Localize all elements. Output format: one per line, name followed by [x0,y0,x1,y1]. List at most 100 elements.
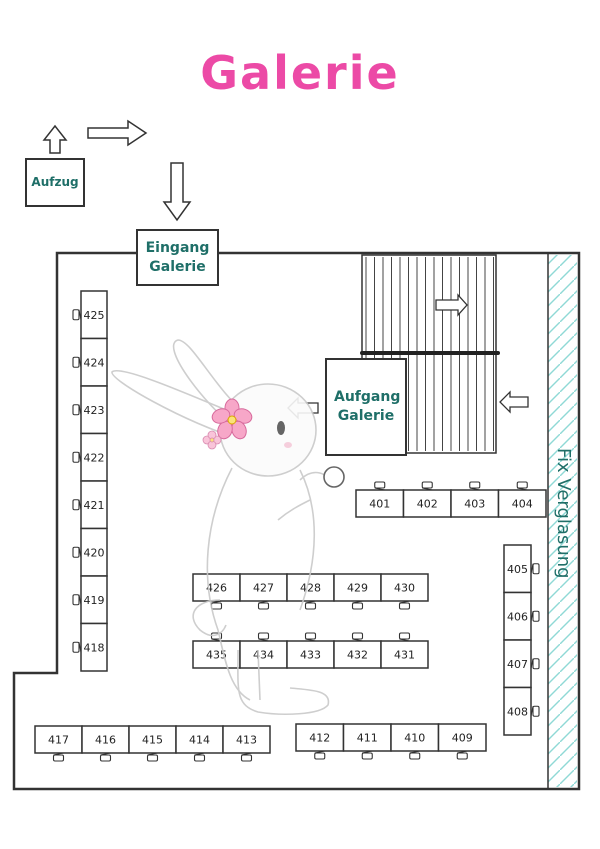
stand-401: 401 [355,489,405,518]
stand-number: 403 [464,498,485,511]
chair-icon [52,752,65,762]
stand-number: 425 [84,309,105,322]
stand-number: 426 [206,582,227,595]
stand-number: 418 [84,641,105,654]
chair-icon [530,705,540,717]
stand-number: 429 [347,582,368,595]
arrow-up-icon [42,124,68,154]
chair-icon [530,658,540,670]
stand-number: 427 [253,582,274,595]
stand-number: 406 [507,610,528,623]
stand-number: 428 [300,582,321,595]
stand-407: 407 [503,639,532,689]
stand-424: 424 [80,337,108,387]
stand-430: 430 [380,573,429,602]
stand-428: 428 [286,573,335,602]
stand-number: 415 [142,734,163,747]
stand-427: 427 [239,573,288,602]
chair-icon [210,600,223,610]
stand-number: 413 [236,734,257,747]
stairs-box: Aufgang Galerie [325,358,407,456]
stand-412: 412 [295,723,345,752]
stand-416: 416 [81,725,130,754]
stand-422: 422 [80,432,108,482]
stand-408: 408 [503,686,532,736]
stand-number: 422 [84,451,105,464]
stairs-up-arrow-icon [435,293,468,317]
stand-number: 431 [394,649,415,662]
stand-number: 435 [206,649,227,662]
page-title: Galerie [200,46,400,100]
stand-number: 421 [84,499,105,512]
stand-number: 420 [84,546,105,559]
stand-410: 410 [390,723,440,752]
chair-icon [72,594,82,606]
stand-423: 423 [80,385,108,435]
stand-number: 404 [512,498,533,511]
stand-number: 412 [309,732,330,745]
stand-425: 425 [80,290,108,340]
stand-number: 417 [48,734,69,747]
chair-icon [72,546,82,558]
stairs-label: Aufgang Galerie [334,389,401,424]
stand-435: 435 [192,640,241,669]
stand-number: 402 [417,498,438,511]
stand-number: 405 [507,563,528,576]
stand-406: 406 [503,591,532,641]
stand-431: 431 [380,640,429,669]
chair-icon [351,632,364,642]
chair-icon [361,750,373,760]
chair-icon [72,404,82,416]
chair-icon [99,752,112,762]
stand-number: 423 [84,404,105,417]
stand-413: 413 [222,725,271,754]
chair-icon [240,752,253,762]
stand-number: 430 [394,582,415,595]
stand-419: 419 [80,575,108,625]
chair-icon [257,632,270,642]
chair-icon [530,610,540,622]
stand-418: 418 [80,622,108,672]
stand-number: 410 [404,732,425,745]
chair-icon [530,563,540,575]
stand-426: 426 [192,573,241,602]
stand-number: 401 [369,498,390,511]
stand-415: 415 [128,725,177,754]
chair-icon [146,752,159,762]
entrance-box: Eingang Galerie [136,229,219,286]
glazing-label: Fix Verglasung [553,448,574,579]
stand-402: 402 [402,489,452,518]
bunny-illustration [111,339,345,715]
chair-icon [72,309,82,321]
stand-number: 411 [357,732,378,745]
chair-icon [304,600,317,610]
chair-icon [72,451,82,463]
flower-icon [202,398,253,450]
stand-number: 416 [95,734,116,747]
stand-number: 433 [300,649,321,662]
chair-icon [409,750,421,760]
outer-wall [12,251,581,791]
chair-icon [398,600,411,610]
stand-429: 429 [333,573,382,602]
stand-421: 421 [80,480,108,530]
stand-403: 403 [450,489,500,518]
stand-433: 433 [286,640,335,669]
chair-icon [304,632,317,642]
stand-number: 409 [452,732,473,745]
stand-number: 419 [84,594,105,607]
chair-icon [193,752,206,762]
chair-icon [374,481,386,491]
stand-434: 434 [239,640,288,669]
glazing-strip [548,255,577,787]
arrow-right-icon [87,119,148,147]
stand-405: 405 [503,544,532,594]
chair-icon [469,481,481,491]
stand-number: 408 [507,705,528,718]
chair-icon [72,356,82,368]
stand-number: 414 [189,734,210,747]
lift-box: Aufzug [25,158,85,207]
chair-icon [516,481,528,491]
